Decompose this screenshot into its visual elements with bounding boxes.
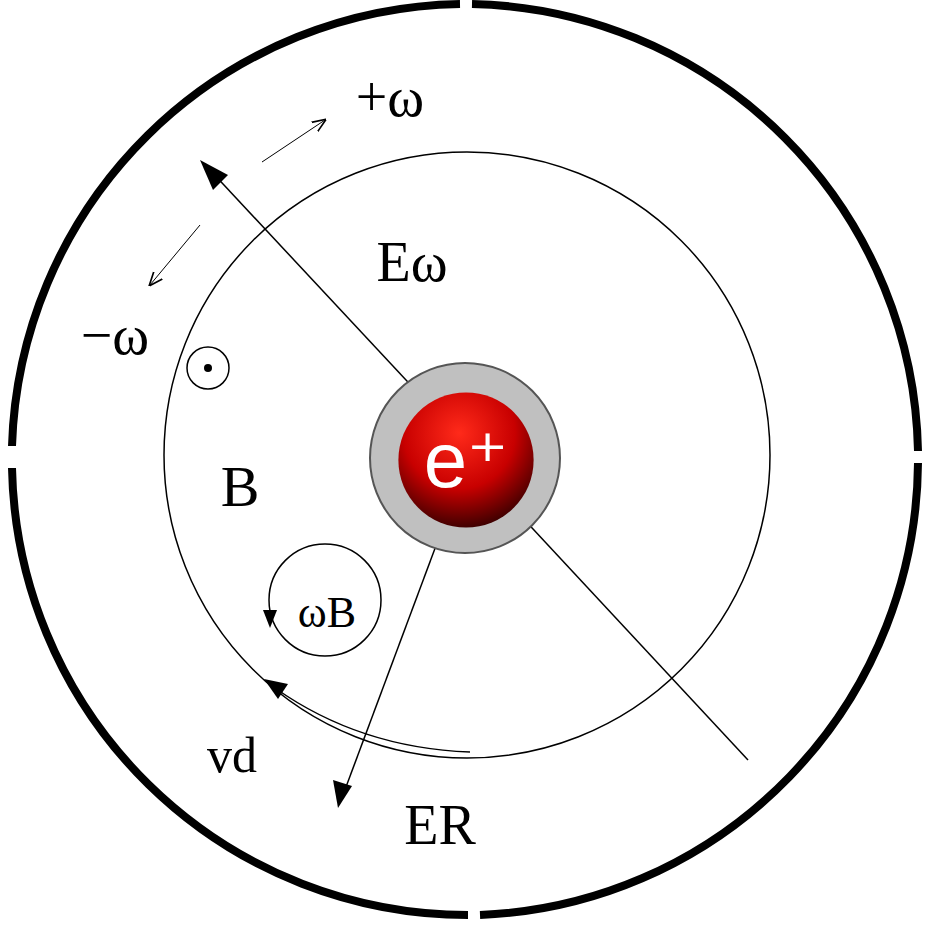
positron-sphere: e⁺ — [397, 391, 535, 529]
symbol-label: +ω — [356, 69, 424, 125]
radius-line — [520, 515, 748, 760]
charge-halo — [370, 363, 560, 553]
symbol-label: B — [221, 458, 260, 516]
symbol-label: −ω — [81, 307, 149, 363]
arrow-head — [200, 160, 228, 190]
drift-arc — [275, 688, 470, 752]
symbol-label: ER — [404, 797, 476, 853]
drift-arrow-head — [264, 679, 288, 699]
orbit-circle — [164, 152, 770, 758]
symbol-label: ωB — [298, 591, 356, 635]
gyration-circle — [269, 544, 381, 656]
minus-omega-arrow — [150, 225, 200, 285]
gyration-arrow-head — [263, 610, 277, 628]
outer-electrode — [12, 4, 918, 915]
radial-arrow-head — [333, 780, 352, 808]
symbol-label: Eω — [376, 234, 447, 290]
particle-label: e⁺ — [424, 421, 509, 499]
field-out-dot — [204, 364, 212, 372]
sphere-fill — [398, 392, 533, 527]
field-out-symbol — [187, 347, 229, 389]
plus-omega-arrow — [262, 120, 325, 162]
radial-field-arrow — [343, 535, 440, 795]
symbol-label: vd — [207, 730, 257, 780]
